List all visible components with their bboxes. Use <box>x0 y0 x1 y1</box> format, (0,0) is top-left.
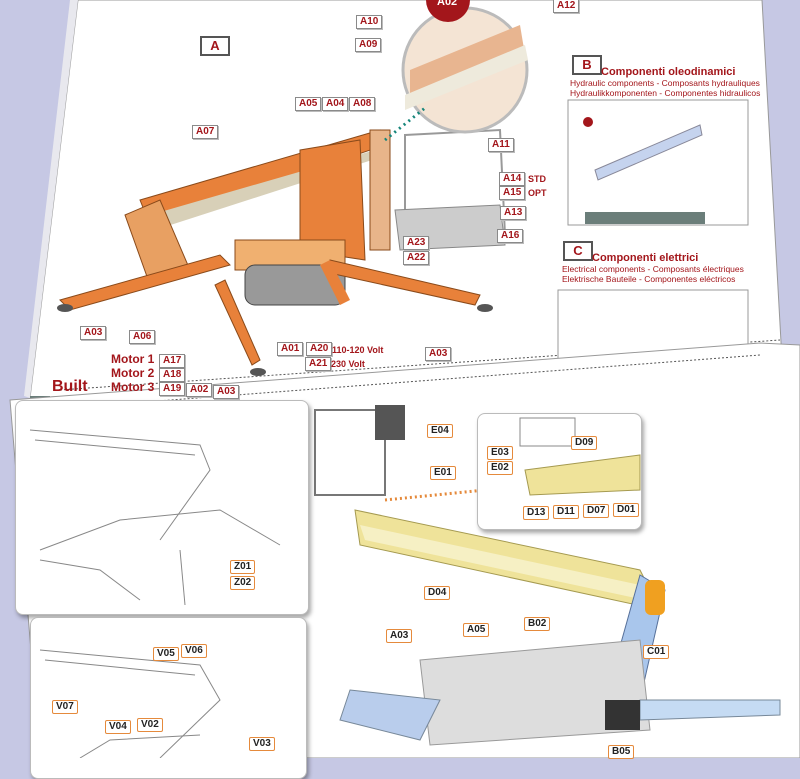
panel-overview-z <box>15 400 309 615</box>
label-v03[interactable]: V03 <box>249 737 275 751</box>
label-a02[interactable]: A02 <box>186 383 213 397</box>
label-a09[interactable]: A09 <box>355 38 382 52</box>
section-b-subtitle-1: Hydraulic components - Composants hydrau… <box>570 78 760 88</box>
label-e02[interactable]: E02 <box>487 461 513 475</box>
section-c-marker: C <box>563 241 593 261</box>
label-v06[interactable]: V06 <box>181 644 207 658</box>
label-v04[interactable]: V04 <box>105 720 131 734</box>
section-b-subtitle-2: Hydraulikkomponenten - Componentes hidra… <box>570 88 761 98</box>
section-b-title: Componenti oleodinamici <box>601 66 736 78</box>
label-d13[interactable]: D13 <box>523 506 550 520</box>
label-a20[interactable]: A20 <box>306 342 333 356</box>
note-opt: OPT <box>528 188 547 198</box>
label-v07[interactable]: V07 <box>52 700 78 714</box>
panel-overview-v <box>30 617 307 779</box>
label-e01[interactable]: E01 <box>430 466 456 480</box>
section-c-subtitle-2: Elektrische Bauteile - Componentes eléct… <box>562 274 736 284</box>
machine-illustration-orange <box>57 128 507 376</box>
label-e03[interactable]: E03 <box>487 446 513 460</box>
label-a15[interactable]: A15 <box>499 186 526 200</box>
label-a04[interactable]: A04 <box>322 97 349 111</box>
label-a05[interactable]: A05 <box>463 623 490 637</box>
detail-badge: A02 <box>437 0 458 8</box>
label-a11[interactable]: A11 <box>488 138 514 152</box>
label-v05[interactable]: V05 <box>153 647 179 661</box>
label-a13[interactable]: A13 <box>500 206 527 220</box>
label-a03-left[interactable]: A03 <box>80 326 107 340</box>
label-a03[interactable]: A03 <box>386 629 413 643</box>
partial-heading: Built <box>52 378 88 395</box>
label-a10[interactable]: A10 <box>356 15 383 29</box>
label-a06[interactable]: A06 <box>129 330 156 344</box>
motor-3-label: Motor 3 <box>111 380 155 394</box>
label-a12[interactable]: A12 <box>553 0 580 13</box>
label-z02[interactable]: Z02 <box>230 576 256 590</box>
motor-2-label: Motor 2 <box>111 366 155 380</box>
thumbnail-hydraulic <box>567 99 749 226</box>
label-d07[interactable]: D07 <box>583 504 610 518</box>
label-e04[interactable]: E04 <box>427 424 453 438</box>
label-d09[interactable]: D09 <box>571 436 598 450</box>
label-a07[interactable]: A07 <box>192 125 219 139</box>
note-110-120-volt: 110-120 Volt <box>332 345 384 355</box>
section-a-marker: A <box>200 36 230 56</box>
motor-1-label: Motor 1 <box>111 352 155 366</box>
label-a21[interactable]: A21 <box>305 357 332 371</box>
label-d11[interactable]: D11 <box>553 505 579 519</box>
label-a23[interactable]: A23 <box>403 236 430 250</box>
note-std: STD <box>528 174 546 184</box>
label-v02[interactable]: V02 <box>137 718 163 732</box>
label-a01[interactable]: A01 <box>277 342 304 356</box>
label-a14[interactable]: A14 <box>499 172 526 186</box>
label-a03-right[interactable]: A03 <box>425 347 452 361</box>
label-a17[interactable]: A17 <box>159 354 186 368</box>
label-a16[interactable]: A16 <box>497 229 524 243</box>
label-c01[interactable]: C01 <box>643 645 670 659</box>
section-c-title: Componenti elettrici <box>592 252 699 264</box>
label-a03-partial[interactable]: A03 <box>213 385 240 399</box>
label-a19[interactable]: A19 <box>159 382 186 396</box>
label-a05[interactable]: A05 <box>295 97 322 111</box>
label-a08[interactable]: A08 <box>349 97 376 111</box>
label-b05[interactable]: B05 <box>608 745 635 759</box>
label-d01[interactable]: D01 <box>613 503 640 517</box>
label-z01[interactable]: Z01 <box>230 560 256 574</box>
label-a18[interactable]: A18 <box>159 368 186 382</box>
section-c-subtitle-1: Electrical components - Composants élect… <box>562 264 744 274</box>
label-a22[interactable]: A22 <box>403 251 430 265</box>
machine-illustration-colored <box>314 405 781 746</box>
label-d04[interactable]: D04 <box>424 586 451 600</box>
section-b-marker: B <box>572 55 602 75</box>
label-b02[interactable]: B02 <box>524 617 551 631</box>
note-230-volt: 230 Volt <box>331 359 365 369</box>
